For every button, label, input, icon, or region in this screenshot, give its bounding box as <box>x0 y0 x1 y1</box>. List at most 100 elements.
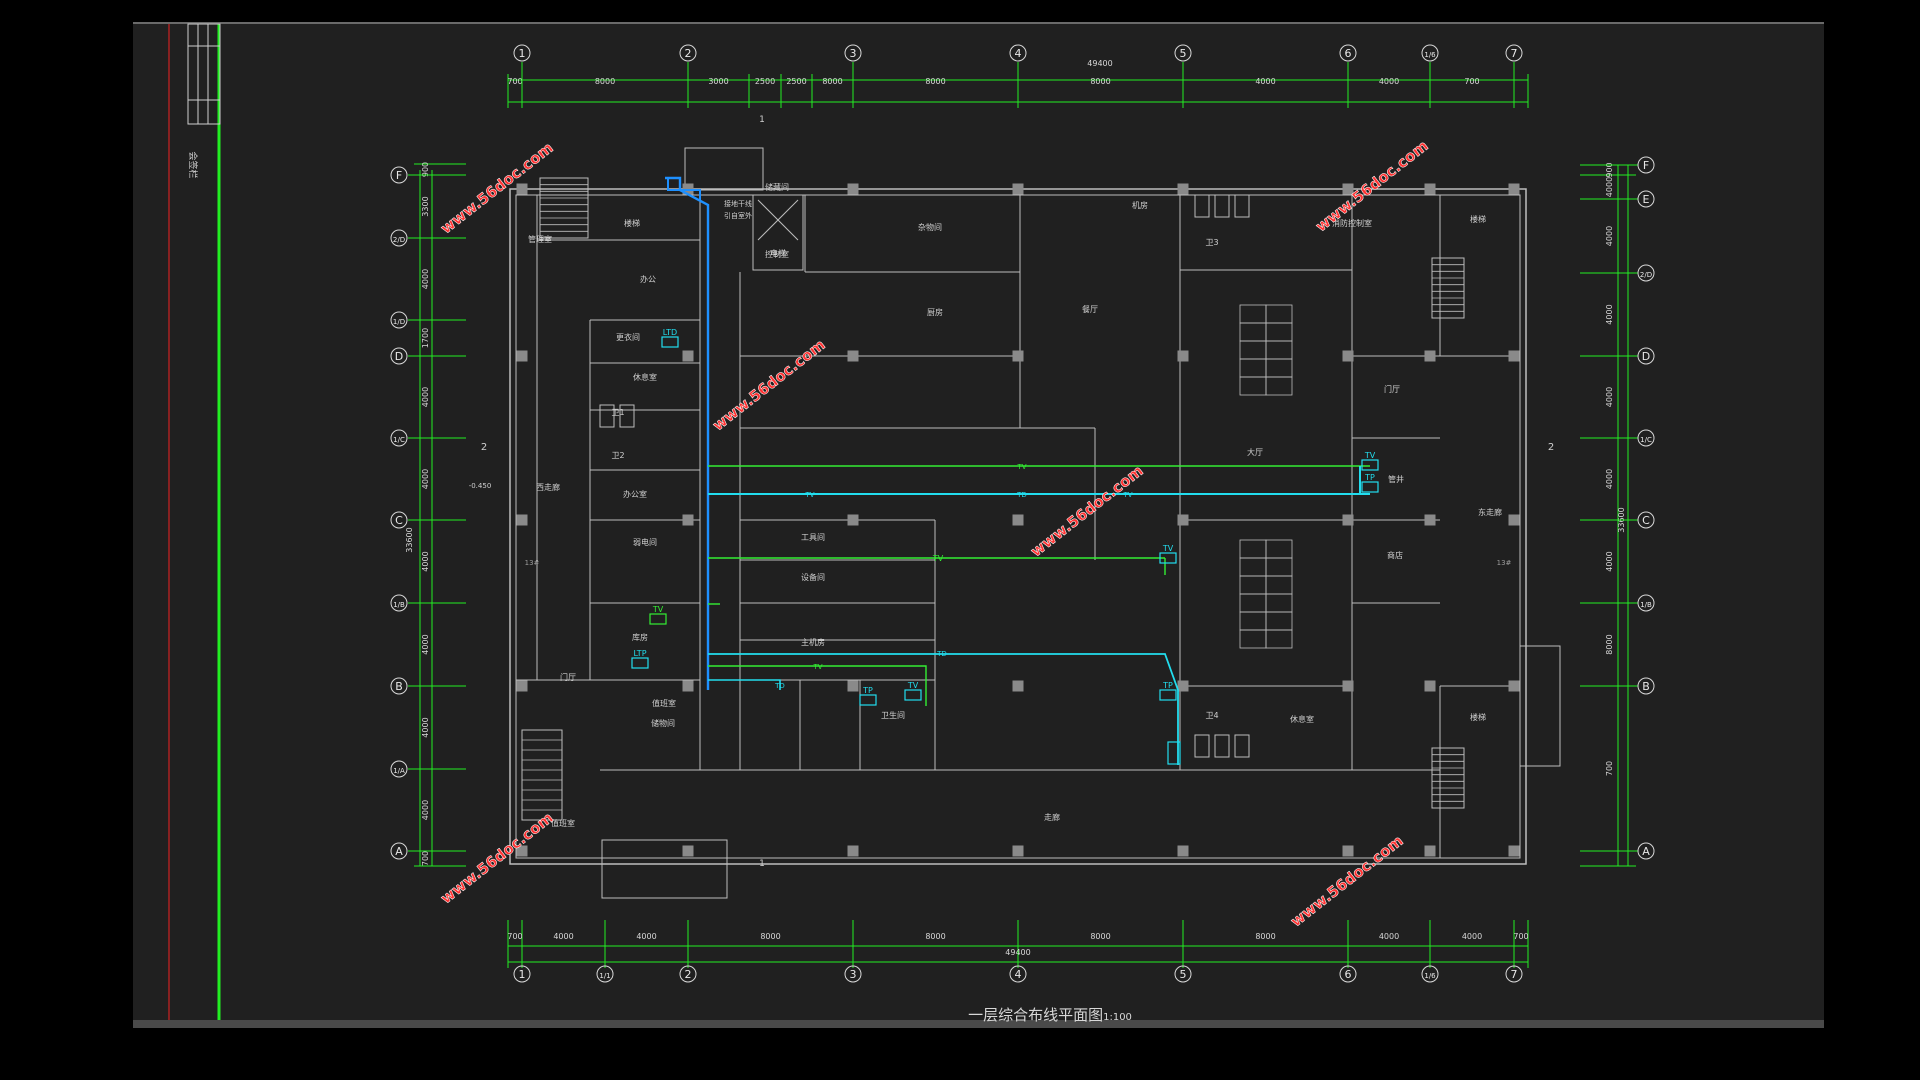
axis-bubble <box>1421 44 1439 62</box>
td-drop <box>708 679 781 690</box>
left-dim-value: 4000 <box>421 717 430 737</box>
structural-column <box>847 680 859 692</box>
outlet-tp-hall <box>1159 689 1177 701</box>
hall-booth-north <box>1265 340 1293 360</box>
structural-column <box>1177 845 1189 857</box>
room-label: 楼梯 <box>624 218 640 228</box>
structural-column <box>516 183 528 195</box>
left-axis-label: B <box>395 680 403 693</box>
right-dim-value: 4000 <box>1605 387 1614 407</box>
wc-stall-west <box>619 404 635 428</box>
hall-booth-south <box>1265 575 1293 595</box>
left-dim-value: 700 <box>421 851 430 866</box>
axis-bubble <box>1174 44 1192 62</box>
bottom-dim-value: 8000 <box>1255 932 1275 941</box>
outlet-box-south <box>1167 741 1181 765</box>
room-label: 办公 <box>640 274 656 284</box>
cable-label-td-3: TD <box>774 682 785 690</box>
watermark-text: www.56doc.com <box>709 336 829 435</box>
axis-bubble <box>390 677 408 695</box>
south-annex <box>601 839 728 899</box>
axis-bubble <box>390 311 408 329</box>
outlet-ltp-1 <box>631 657 649 669</box>
outlet-tv-kitchen <box>904 689 922 701</box>
axis-bubble <box>1637 264 1655 282</box>
room-label: 值班室 <box>652 698 676 708</box>
structural-column <box>1508 680 1520 692</box>
room-label: 西走廊 <box>536 482 560 492</box>
top-axis-label: 1 <box>519 47 526 60</box>
left-axis-label: 2/D <box>393 236 405 244</box>
room-label: 工具间 <box>801 533 825 542</box>
section-mark-west: 2 <box>481 442 487 453</box>
axis-bubble <box>1637 190 1655 208</box>
right-dim-value: 900 <box>1605 162 1614 177</box>
outlet-ltd-1 <box>661 336 679 348</box>
top-axis-label: 2 <box>685 47 692 60</box>
top-dim-value: 8000 <box>925 77 945 86</box>
cable-label-tv-2: TV <box>932 554 944 563</box>
bottom-axis-label: 1 <box>519 968 526 981</box>
hall-booth-south <box>1265 539 1293 559</box>
axis-bubble <box>1637 511 1655 529</box>
right-axis-label: 2/D <box>1640 271 1652 279</box>
outlet-tp-hall-label: TP <box>1162 681 1173 690</box>
axis-bubble <box>1009 44 1027 62</box>
hall-booth-south <box>1265 611 1293 631</box>
bottom-axis-label: 5 <box>1180 968 1187 981</box>
wc-stall-north <box>1234 194 1250 218</box>
hall-booth-north <box>1265 376 1293 396</box>
elevator-cross <box>757 199 799 241</box>
axis-bubble <box>513 965 531 983</box>
hall-booth-south <box>1265 557 1293 577</box>
left-dim-value: 4000 <box>421 269 430 289</box>
bottom-axis-label: 6 <box>1345 968 1352 981</box>
outlet-ltd-1-label: LTD <box>663 328 677 337</box>
room-label: 办公室 <box>623 489 647 499</box>
structural-column <box>516 680 528 692</box>
viewport-status-strip <box>133 1020 1824 1028</box>
hall-booth-south <box>1239 611 1267 631</box>
tv-run-lower <box>708 665 927 706</box>
wall-layer <box>509 147 1561 899</box>
wc-stall-south <box>1194 734 1210 758</box>
room-label-layer: 楼梯办公更衣间休息室办公室卫1卫2弱电间库房值班室门厅西走廊管理室储藏间控制室杂… <box>469 115 1554 869</box>
room-label: 储物间 <box>651 718 675 728</box>
axis-bubble <box>1009 965 1027 983</box>
axis-bubble <box>513 44 531 62</box>
structural-column <box>1177 680 1189 692</box>
room-label: 楼梯 <box>1470 214 1486 224</box>
left-dim-value: 4000 <box>421 800 430 820</box>
outer-wall <box>509 188 1527 865</box>
axis-bubble <box>390 842 408 860</box>
structural-column <box>1342 680 1354 692</box>
hall-booth-south <box>1265 593 1293 613</box>
structural-column <box>516 350 528 362</box>
room-label: 卫2 <box>611 451 624 460</box>
signoff-table <box>187 23 221 125</box>
structural-column <box>1342 845 1354 857</box>
hall-booth-north <box>1265 322 1293 342</box>
room-label: 门厅 <box>1384 384 1400 394</box>
hall-booth-south <box>1239 629 1267 649</box>
structural-column <box>1342 183 1354 195</box>
riser-note-2: 引自室外 <box>724 211 752 220</box>
hall-booth-south <box>1239 593 1267 613</box>
bottom-axis-label: 1/1 <box>599 972 610 980</box>
top-dim-value: 2500 <box>755 77 775 86</box>
cable-label-tv-5: TV <box>1122 491 1132 499</box>
right-dim-value: 4000 <box>1605 304 1614 324</box>
room-label: 弱电间 <box>633 537 657 547</box>
top-dim-value: 4000 <box>1255 77 1275 86</box>
structural-column <box>682 680 694 692</box>
drawing-frame: 会签栏 <box>168 23 221 1020</box>
top-axis-label: 1/6 <box>1424 51 1436 59</box>
axis-bubble <box>390 760 408 778</box>
axis-bubble <box>1637 156 1655 174</box>
room-label: 卫生间 <box>881 710 905 720</box>
outlet-tv-west <box>649 613 667 625</box>
drawing-scale: 1:100 <box>1103 1012 1132 1023</box>
structural-column <box>1508 350 1520 362</box>
right-dim-value: 4000 <box>1605 469 1614 489</box>
